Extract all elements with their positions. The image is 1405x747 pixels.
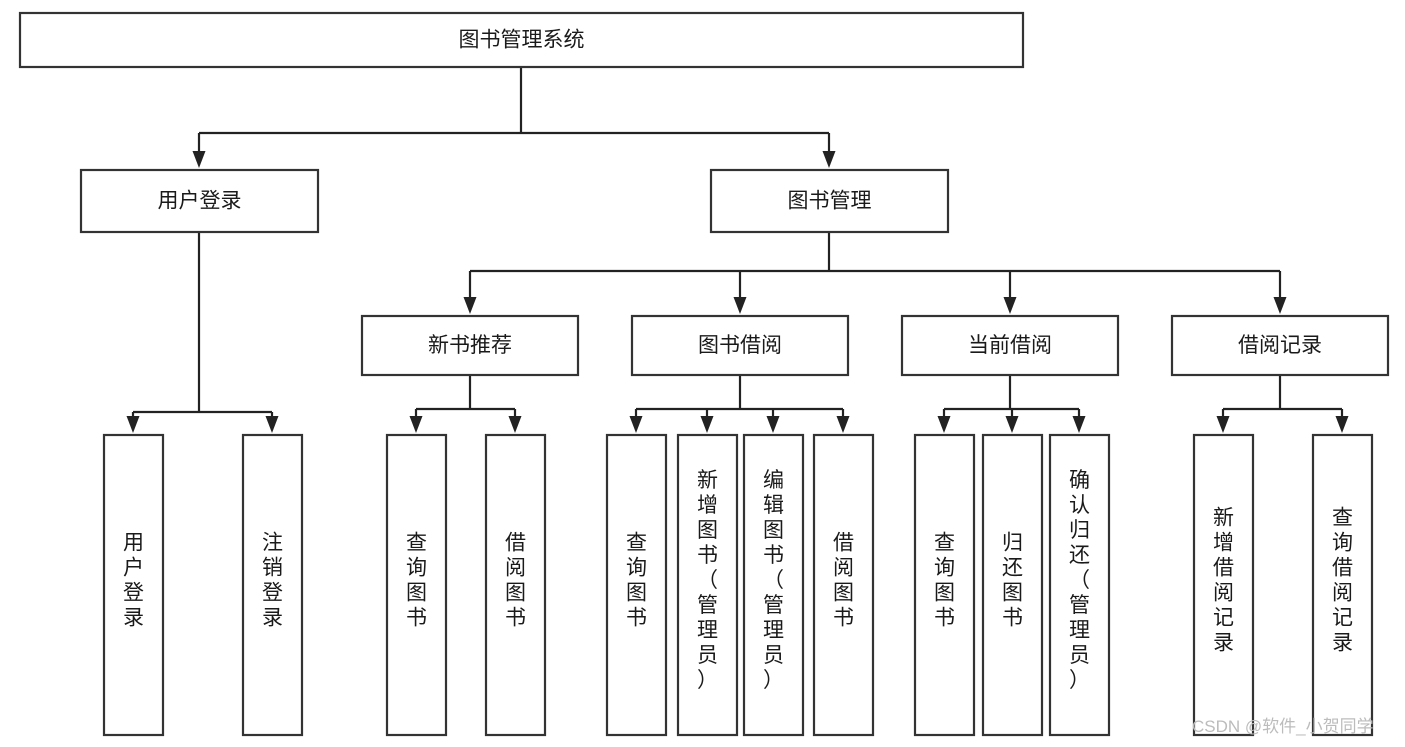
arrow-head-icon: [1335, 416, 1349, 433]
arrow-head-icon: [409, 416, 423, 433]
node-new-book-recommend[interactable]: 新书推荐: [360, 314, 580, 377]
node-box-leaf-edit-book-admin: [742, 433, 805, 737]
node-leaf-query-book-borrow[interactable]: 查询图书: [605, 433, 668, 737]
arrow-head-icon: [126, 416, 140, 433]
node-box-current-borrow: [900, 314, 1120, 377]
node-leaf-add-book-admin[interactable]: 新增图书（管理员）: [676, 433, 739, 737]
node-label-leaf-query-book-borrow: 查询图书: [626, 532, 647, 630]
node-leaf-user-login[interactable]: 用户登录: [102, 433, 165, 737]
node-borrow-record[interactable]: 借阅记录: [1170, 314, 1390, 377]
connector-recommend-to-leaves: [409, 375, 522, 433]
arrow-head-icon: [766, 416, 780, 433]
node-label-user-login: 用户登录: [158, 190, 242, 213]
node-layer: 图书管理系统用户登录图书管理新书推荐图书借阅当前借阅借阅记录用户登录注销登录查询…: [18, 11, 1390, 737]
arrow-head-icon: [463, 297, 477, 314]
node-box-leaf-add-borrow-record: [1192, 433, 1255, 737]
node-label-leaf-borrow-book: 借阅图书: [833, 532, 854, 630]
arrow-head-icon: [1072, 416, 1086, 433]
node-leaf-query-book-current[interactable]: 查询图书: [913, 433, 976, 737]
arrow-head-icon: [1273, 297, 1287, 314]
arrow-head-icon: [1005, 416, 1019, 433]
node-label-root: 图书管理系统: [459, 29, 585, 52]
node-leaf-query-borrow-record[interactable]: 查询借阅记录: [1311, 433, 1374, 737]
node-box-book-management: [709, 168, 950, 234]
node-box-leaf-query-book-recommend: [385, 433, 448, 737]
node-label-leaf-logout-login: 注销登录: [262, 532, 283, 630]
arrow-head-icon: [733, 297, 747, 314]
arrow-head-icon: [192, 151, 206, 168]
node-label-leaf-query-book-current: 查询图书: [934, 532, 955, 630]
arrow-head-icon: [629, 416, 643, 433]
node-leaf-add-borrow-record[interactable]: 新增借阅记录: [1192, 433, 1255, 737]
connector-layer: [126, 67, 1349, 433]
node-box-book-borrow: [630, 314, 850, 377]
node-box-new-book-recommend: [360, 314, 580, 377]
node-label-leaf-add-book-admin: 新增图书（管理员）: [697, 469, 718, 692]
node-box-user-login: [79, 168, 320, 234]
node-leaf-query-book-recommend[interactable]: 查询图书: [385, 433, 448, 737]
node-box-leaf-query-book-current: [913, 433, 976, 737]
arrow-head-icon: [265, 416, 279, 433]
node-label-leaf-borrow-book-recommend: 借阅图书: [505, 532, 526, 630]
arrow-head-icon: [700, 416, 714, 433]
arrow-head-icon: [836, 416, 850, 433]
node-leaf-return-book[interactable]: 归还图书: [981, 433, 1044, 737]
node-label-leaf-confirm-return-admin: 确认归还（管理员）: [1069, 469, 1090, 692]
node-leaf-confirm-return-admin[interactable]: 确认归还（管理员）: [1048, 433, 1111, 737]
arrow-head-icon: [1003, 297, 1017, 314]
arrow-head-icon: [937, 416, 951, 433]
node-book-management[interactable]: 图书管理: [709, 168, 950, 234]
node-leaf-logout-login[interactable]: 注销登录: [241, 433, 304, 737]
node-box-leaf-user-login: [102, 433, 165, 737]
node-leaf-edit-book-admin[interactable]: 编辑图书（管理员）: [742, 433, 805, 737]
node-label-borrow-record: 借阅记录: [1238, 334, 1322, 357]
node-label-leaf-return-book: 归还图书: [1002, 532, 1023, 630]
node-label-leaf-edit-book-admin: 编辑图书（管理员）: [763, 469, 784, 692]
node-label-book-management: 图书管理: [788, 190, 872, 213]
arrow-head-icon: [508, 416, 522, 433]
connector-root-to-level2: [192, 67, 836, 168]
node-box-leaf-confirm-return-admin: [1048, 433, 1111, 737]
node-box-borrow-record: [1170, 314, 1390, 377]
node-label-leaf-add-borrow-record: 新增借阅记录: [1213, 507, 1234, 655]
connector-record-to-leaves: [1216, 375, 1349, 433]
connector-current-to-leaves: [937, 375, 1086, 433]
node-leaf-borrow-book-recommend[interactable]: 借阅图书: [484, 433, 547, 737]
node-box-root: [18, 11, 1025, 69]
node-root[interactable]: 图书管理系统: [18, 11, 1025, 69]
node-label-new-book-recommend: 新书推荐: [428, 334, 512, 357]
node-box-leaf-query-borrow-record: [1311, 433, 1374, 737]
node-book-borrow[interactable]: 图书借阅: [630, 314, 850, 377]
node-box-leaf-logout-login: [241, 433, 304, 737]
node-box-leaf-return-book: [981, 433, 1044, 737]
node-box-leaf-add-book-admin: [676, 433, 739, 737]
node-box-leaf-borrow-book-recommend: [484, 433, 547, 737]
csdn-watermark: CSDN @软件_小贺同学: [1192, 717, 1374, 736]
node-leaf-borrow-book[interactable]: 借阅图书: [812, 433, 875, 737]
connector-login-to-leaves: [126, 232, 279, 433]
node-user-login[interactable]: 用户登录: [79, 168, 320, 234]
node-label-leaf-user-login: 用户登录: [123, 532, 144, 630]
node-label-leaf-query-borrow-record: 查询借阅记录: [1332, 507, 1353, 655]
arrow-head-icon: [822, 151, 836, 168]
arrow-head-icon: [1216, 416, 1230, 433]
node-label-leaf-query-book-recommend: 查询图书: [406, 532, 427, 630]
connector-management-to-level3: [463, 232, 1287, 314]
connector-borrow-to-leaves: [629, 375, 850, 433]
node-current-borrow[interactable]: 当前借阅: [900, 314, 1120, 377]
node-box-leaf-borrow-book: [812, 433, 875, 737]
node-box-leaf-query-book-borrow: [605, 433, 668, 737]
node-label-book-borrow: 图书借阅: [698, 334, 782, 357]
node-label-current-borrow: 当前借阅: [968, 334, 1052, 357]
